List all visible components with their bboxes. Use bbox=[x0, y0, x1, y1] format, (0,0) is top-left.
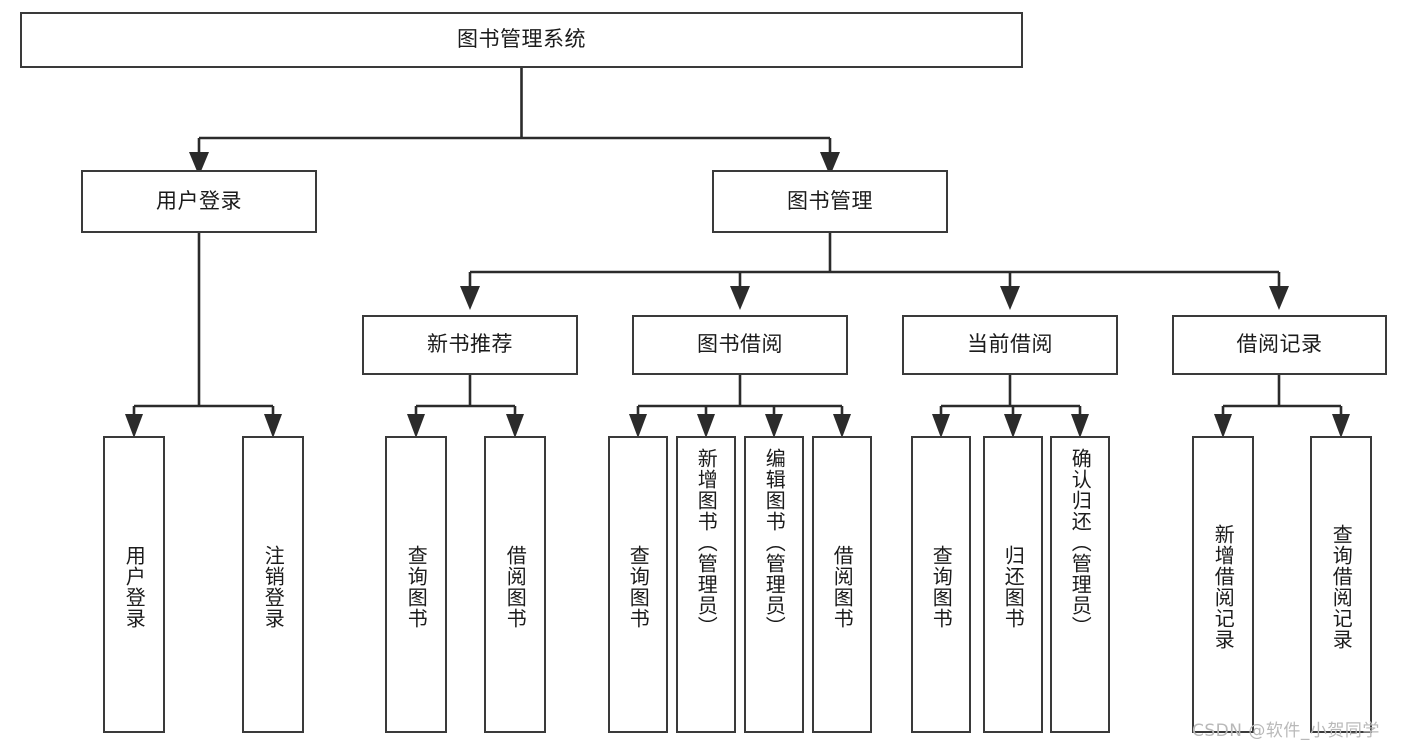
node-new-book-recommend[interactable]: 新书推荐 bbox=[362, 315, 578, 375]
arrowhead-icon bbox=[697, 414, 715, 438]
arrowhead-icon bbox=[264, 414, 282, 438]
leaf-borrow-book-recommend-label: 借阅图书 bbox=[503, 544, 528, 629]
node-current-borrow[interactable]: 当前借阅 bbox=[902, 315, 1118, 375]
arrowhead-icon bbox=[1071, 414, 1089, 438]
leaf-borrow-book-label: 借阅图书 bbox=[830, 544, 855, 629]
node-root-label: 图书管理系统 bbox=[457, 27, 586, 52]
leaf-borrow-book[interactable]: 借阅图书 bbox=[812, 436, 872, 733]
leaf-add-borrow-record-label: 新增借阅记录 bbox=[1211, 523, 1236, 650]
leaf-query-book-recommend-label: 查询图书 bbox=[404, 544, 429, 629]
node-book-management-label: 图书管理 bbox=[787, 188, 873, 213]
node-user-login[interactable]: 用户登录 bbox=[81, 170, 317, 233]
leaf-user-logout[interactable]: 注销登录 bbox=[242, 436, 304, 733]
leaf-confirm-return[interactable]: 确认归还（管理员） bbox=[1050, 436, 1110, 733]
leaf-query-book-borrow[interactable]: 查询图书 bbox=[608, 436, 668, 733]
node-new-book-recommend-label: 新书推荐 bbox=[427, 332, 513, 357]
arrowhead-icon bbox=[1004, 414, 1022, 438]
arrowhead-icon bbox=[1214, 414, 1232, 438]
node-book-management[interactable]: 图书管理 bbox=[712, 170, 948, 233]
csdn-watermark: CSDN @软件_小贺同学 bbox=[1192, 721, 1380, 741]
leaf-edit-book[interactable]: 编辑图书（管理员） bbox=[744, 436, 804, 733]
leaf-query-borrow-record[interactable]: 查询借阅记录 bbox=[1310, 436, 1372, 733]
node-current-borrow-label: 当前借阅 bbox=[967, 332, 1053, 357]
leaf-add-book[interactable]: 新增图书（管理员） bbox=[676, 436, 736, 733]
arrowhead-icon bbox=[125, 414, 143, 438]
leaf-add-borrow-record[interactable]: 新增借阅记录 bbox=[1192, 436, 1254, 733]
node-borrow-record[interactable]: 借阅记录 bbox=[1172, 315, 1387, 375]
arrowhead-icon bbox=[1332, 414, 1350, 438]
node-book-borrow-label: 图书借阅 bbox=[697, 332, 783, 357]
leaf-return-book-label: 归还图书 bbox=[1001, 544, 1026, 629]
arrowhead-icon bbox=[407, 414, 425, 438]
arrowhead-icon bbox=[629, 414, 647, 438]
arrowhead-icon bbox=[1000, 286, 1020, 310]
arrowhead-icon bbox=[460, 286, 480, 310]
leaf-confirm-return-label: 确认归还（管理员） bbox=[1068, 448, 1093, 637]
leaf-add-book-label: 新增图书（管理员） bbox=[694, 448, 719, 637]
leaf-query-borrow-record-label: 查询借阅记录 bbox=[1329, 523, 1354, 650]
arrowhead-icon bbox=[506, 414, 524, 438]
leaf-user-login-label: 用户登录 bbox=[122, 544, 147, 629]
arrowhead-icon bbox=[765, 414, 783, 438]
node-root[interactable]: 图书管理系统 bbox=[20, 12, 1023, 68]
node-user-login-label: 用户登录 bbox=[156, 188, 242, 213]
leaf-query-book-recommend[interactable]: 查询图书 bbox=[385, 436, 447, 733]
node-book-borrow[interactable]: 图书借阅 bbox=[632, 315, 848, 375]
leaf-query-book-current[interactable]: 查询图书 bbox=[911, 436, 971, 733]
leaf-return-book[interactable]: 归还图书 bbox=[983, 436, 1043, 733]
arrowhead-icon bbox=[833, 414, 851, 438]
leaf-query-book-borrow-label: 查询图书 bbox=[626, 544, 651, 629]
leaf-user-logout-label: 注销登录 bbox=[261, 544, 286, 629]
arrowhead-icon bbox=[932, 414, 950, 438]
leaf-edit-book-label: 编辑图书（管理员） bbox=[762, 448, 787, 637]
leaf-borrow-book-recommend[interactable]: 借阅图书 bbox=[484, 436, 546, 733]
arrowhead-icon bbox=[1269, 286, 1289, 310]
leaf-user-login[interactable]: 用户登录 bbox=[103, 436, 165, 733]
arrowhead-icon bbox=[730, 286, 750, 310]
leaf-query-book-current-label: 查询图书 bbox=[929, 544, 954, 629]
node-borrow-record-label: 借阅记录 bbox=[1236, 332, 1323, 357]
